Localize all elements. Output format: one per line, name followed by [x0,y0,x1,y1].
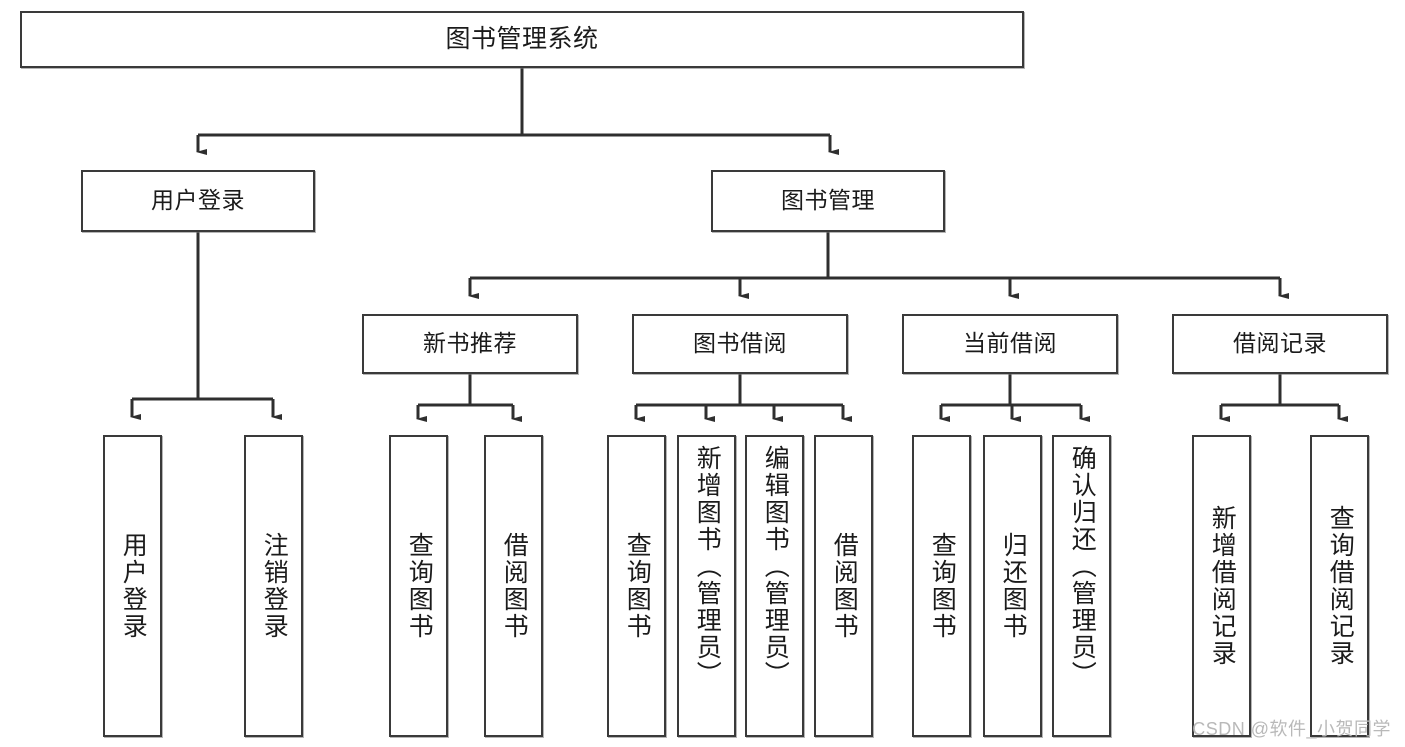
node-root[interactable]: 图书管理系统 [20,11,1024,68]
node-book-management-label: 图书管理 [781,187,875,214]
node-user-login[interactable]: 用户登录 [81,170,315,232]
node-leaf-borrow-book-2-label: 借阅图书 [830,532,859,640]
node-new-book-recommend[interactable]: 新书推荐 [362,314,578,374]
node-leaf-edit-book[interactable]: 编辑图书（管理员） [745,435,804,737]
node-book-management[interactable]: 图书管理 [711,170,945,232]
node-leaf-user-logout-label: 注销登录 [260,532,289,640]
node-borrow-record-label: 借阅记录 [1233,330,1327,357]
node-leaf-query-book-2[interactable]: 查询图书 [607,435,666,737]
node-leaf-query-book-2-label: 查询图书 [623,532,652,640]
node-leaf-query-book-1-label: 查询图书 [405,532,434,640]
node-root-label: 图书管理系统 [445,24,599,53]
node-leaf-confirm-return-label: 确认归还（管理员） [1068,445,1097,688]
node-leaf-return-book[interactable]: 归还图书 [983,435,1042,737]
node-leaf-return-book-label: 归还图书 [999,532,1028,640]
node-book-borrow[interactable]: 图书借阅 [632,314,848,374]
node-current-borrow[interactable]: 当前借阅 [902,314,1118,374]
node-leaf-confirm-return[interactable]: 确认归还（管理员） [1052,435,1111,737]
node-leaf-query-book-3[interactable]: 查询图书 [912,435,971,737]
node-user-login-label: 用户登录 [151,187,245,214]
watermark: CSDN @软件_小贺同学 [1192,719,1391,739]
node-leaf-user-login-label: 用户登录 [119,532,148,640]
node-leaf-borrow-book-2[interactable]: 借阅图书 [814,435,873,737]
node-borrow-record[interactable]: 借阅记录 [1172,314,1388,374]
node-current-borrow-label: 当前借阅 [963,330,1057,357]
node-leaf-query-record-label: 查询借阅记录 [1326,505,1355,667]
node-leaf-edit-book-label: 编辑图书（管理员） [761,445,790,688]
node-leaf-add-record[interactable]: 新增借阅记录 [1192,435,1251,737]
node-leaf-add-record-label: 新增借阅记录 [1208,505,1237,667]
node-leaf-user-login[interactable]: 用户登录 [103,435,162,737]
node-leaf-borrow-book-1-label: 借阅图书 [500,532,529,640]
node-leaf-add-book-label: 新增图书（管理员） [693,445,722,688]
node-leaf-user-logout[interactable]: 注销登录 [244,435,303,737]
node-new-book-recommend-label: 新书推荐 [423,330,517,357]
node-leaf-borrow-book-1[interactable]: 借阅图书 [484,435,543,737]
node-leaf-add-book[interactable]: 新增图书（管理员） [677,435,736,737]
node-leaf-query-book-1[interactable]: 查询图书 [389,435,448,737]
node-leaf-query-record[interactable]: 查询借阅记录 [1310,435,1369,737]
node-leaf-query-book-3-label: 查询图书 [928,532,957,640]
node-book-borrow-label: 图书借阅 [693,330,787,357]
